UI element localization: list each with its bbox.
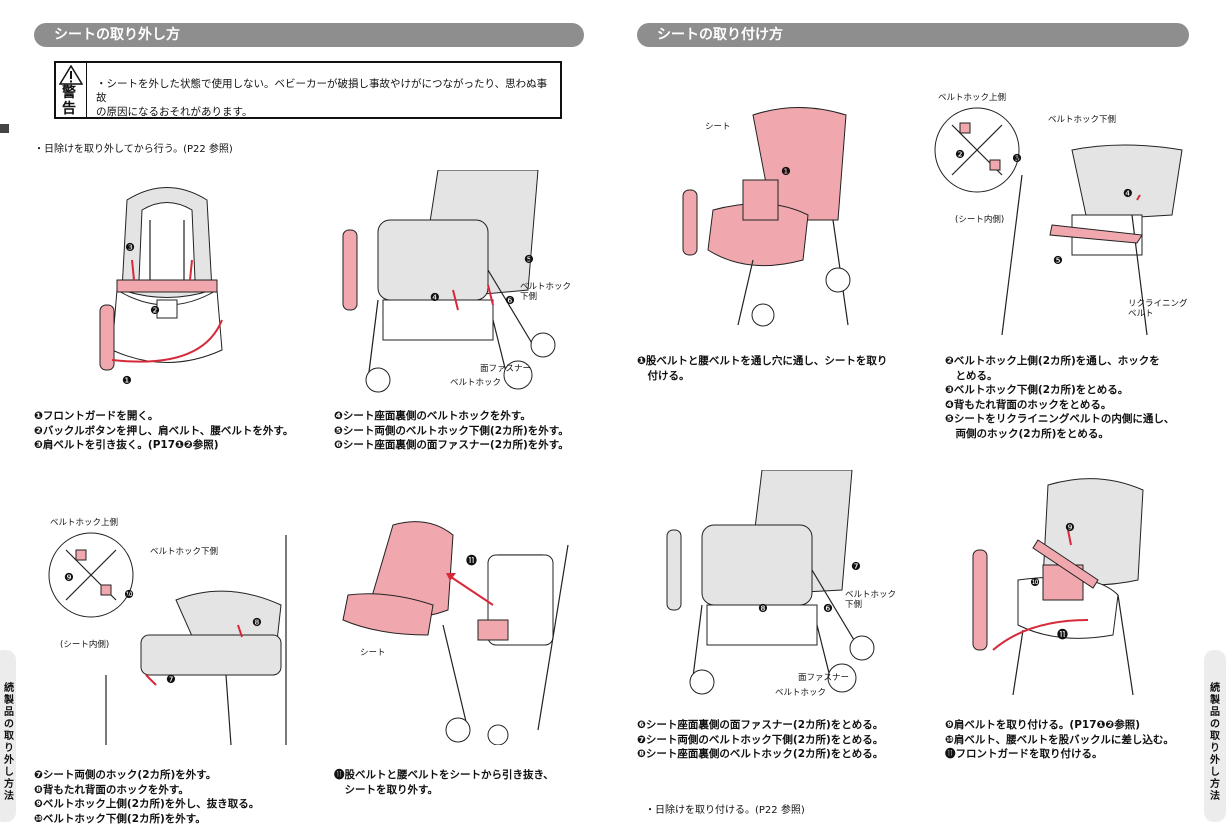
callout-8-b: ❽ (758, 602, 768, 615)
warning-icon-label: 警告 (62, 85, 76, 117)
illustration-attach-step2 (934, 107, 1183, 335)
side-tab-left (0, 650, 16, 822)
callout-3: ❸ (125, 241, 135, 254)
callout-4-b: ❹ (1123, 187, 1133, 200)
warning-text: ・シートを外した状態で使用しない。ベビーカーが破損し事故やけがにつながったり、思… (96, 78, 548, 118)
label-reclining-belt: リクライニング ベルト (1128, 299, 1188, 319)
label-fastener: 面ファスナー (480, 364, 532, 374)
callout-5-b: ❺ (1053, 254, 1063, 267)
side-tab-left-text: 続製品の取り外し方法 (4, 683, 14, 802)
caption-remove-4: ⓫股ベルトと腰ベルトをシートから引き抜き、 シートを取り外す。 (334, 769, 554, 796)
callout-3-b: ❸ (1012, 152, 1022, 165)
caption-attach-4: ❾肩ベルトを取り付ける。(P17❶❷参照) ❿肩ベルト、腰ベルトを股バックルに差… (945, 719, 1174, 760)
warning-triangle-icon (59, 65, 83, 85)
label-belt-hook-2: ベルトホック (775, 688, 827, 698)
caption-remove-3: ❼シート両側のホック(2カ所)を外す。 ❽背もたれ背面のホックを外す。 ❾ベルト… (34, 769, 260, 825)
illustration-remove-step4 (342, 521, 569, 745)
callout-1: ❶ (122, 374, 132, 387)
warning-label-column: 警告 (56, 63, 87, 117)
callout-11-a: ⓫ (466, 554, 477, 567)
label-belt-hook-lower-2: ベルトホック下側 (1048, 115, 1117, 125)
label-seat-2: シート (705, 122, 731, 132)
callout-8-a: ❽ (252, 616, 262, 629)
label-fastener-2: 面ファスナー (798, 673, 850, 683)
label-seat-inner-1: (シート内側) (60, 640, 110, 650)
illustration-remove-step1 (99, 187, 223, 371)
callout-7-b: ❼ (851, 560, 861, 573)
caption-attach-3: ❻シート座面裏側の面ファスナー(2カ所)をとめる。 ❼シート両側のベルトホック下… (637, 719, 884, 760)
left-note: ・日除けを取り外してから行う。(P22 参照) (34, 144, 233, 155)
warning-box: 警告 ・シートを外した状態で使用しない。ベビーカーが破損し事故やけがにつながった… (54, 61, 562, 119)
callout-6-b: ❻ (823, 602, 833, 615)
label-belt-hook-upper-1: ベルトホック上側 (50, 518, 119, 528)
label-seat-1: シート (360, 648, 386, 658)
illustration-remove-step3 (48, 532, 287, 745)
callout-10-b: ❿ (1030, 576, 1040, 589)
caption-attach-2: ❷ベルトホック上側(2カ所)を通し、ホックを とめる。 ❸ベルトホック下側(2カ… (945, 355, 1175, 440)
page-marker (0, 124, 9, 133)
label-belt-hook-lower-3: ベルトホック 下側 (845, 590, 897, 610)
callout-4: ❹ (430, 291, 440, 304)
label-belt-hook-lower-1: ベルトホック下側 (150, 547, 219, 557)
label-seat-inner-2: (シート内側) (955, 215, 1005, 225)
illustration-attach-step3 (666, 470, 875, 695)
side-tab-right (1204, 650, 1226, 822)
callout-9-a: ❾ (64, 571, 74, 584)
section-header-removal: シートの取り外し方 (34, 23, 584, 47)
caption-attach-1: ❶股ベルトと腰ベルトを通し穴に通し、シートを取り 付ける。 (637, 355, 888, 382)
side-tab-right-text: 続製品の取り外し方法 (1210, 683, 1220, 802)
callout-5: ❺ (524, 253, 534, 266)
section-header-attachment: シートの取り付け方 (637, 23, 1189, 47)
callout-6: ❻ (505, 294, 515, 307)
callout-7-a: ❼ (166, 673, 176, 686)
callout-2: ❷ (150, 304, 160, 317)
callout-9-b: ❾ (1065, 521, 1075, 534)
label-belt-hook-upper-2: ベルトホック上側 (938, 93, 1007, 103)
callout-2-b: ❷ (955, 148, 965, 161)
callout-1-b: ❶ (781, 165, 791, 178)
illustration-attach-step1 (682, 107, 851, 327)
label-belt-hook: ベルトホック (450, 378, 502, 388)
label-belt-hook-lower: ベルトホック 下側 (520, 282, 572, 302)
right-note: ・日除けを取り付ける。(P22 参照) (645, 805, 805, 816)
illustration-remove-step2 (342, 170, 556, 393)
caption-remove-1: ❶フロントガードを開く。 ❷バックルボタンを押し、肩ベルト、腰ベルトを外す。 ❸… (34, 410, 294, 451)
caption-remove-2: ❹シート座面裏側のベルトホックを外す。 ❺シート両側のベルトホック下側(2カ所)… (334, 410, 569, 451)
callout-11-b: ⓫ (1057, 628, 1068, 641)
illustration-attach-step4 (972, 478, 1144, 695)
callout-10-a: ❿ (124, 588, 134, 601)
